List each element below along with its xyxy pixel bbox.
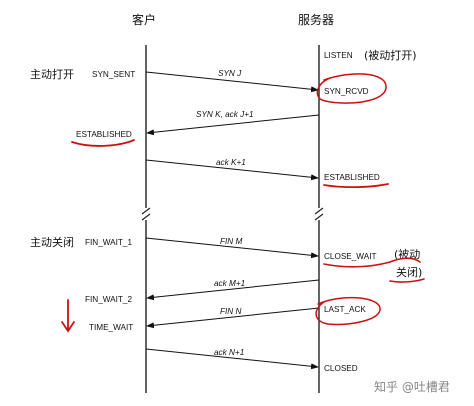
msg-ack-n: ack N+1 <box>214 348 244 357</box>
client-header: 客户 <box>132 12 156 27</box>
client-state-time-wait: TIME_WAIT <box>89 323 133 332</box>
server-state-closed: CLOSED <box>324 364 358 373</box>
arrow-ack <box>145 159 319 181</box>
msg-fin-n: FIN N <box>220 307 241 316</box>
client-state-established: ESTABLISHED <box>76 130 132 139</box>
client-timeline-break <box>141 207 151 221</box>
client-state-syn-sent: SYN_SENT <box>92 70 135 79</box>
circle-syn-rcvd <box>316 73 387 104</box>
msg-syn-ack: SYN K, ack J+1 <box>196 110 254 119</box>
server-state-close-wait: CLOSE_WAIT <box>324 252 376 261</box>
server-state-listen: LISTEN <box>324 51 353 60</box>
server-state-close-wait-note-2: 关闭) <box>396 265 422 279</box>
underline-close-wait <box>323 257 421 268</box>
client-state-fin-wait-1: FIN_WAIT_1 <box>85 238 132 247</box>
down-arrow-mark <box>61 299 75 333</box>
server-state-last-ack: LAST_ACK <box>324 305 366 314</box>
red-annotations <box>61 73 425 333</box>
arrow-syn <box>145 71 319 93</box>
underline-established-server <box>323 183 389 189</box>
client-state-fin-wait-2: FIN_WAIT_2 <box>85 295 132 304</box>
msg-syn: SYN J <box>218 69 242 78</box>
underline-close-wait-note <box>389 278 425 283</box>
msg-ack: ack K+1 <box>216 158 246 167</box>
underline-established-client <box>71 139 135 147</box>
arrow-ack-n <box>145 348 319 370</box>
server-state-syn-rcvd: SYN_RCVD <box>324 87 369 96</box>
arrow-fin-n <box>146 307 320 329</box>
arrow-fin-m <box>145 237 319 259</box>
msg-ack-m: ack M+1 <box>214 279 245 288</box>
watermark: 知乎 @吐槽君 <box>374 380 450 394</box>
circle-last-ack <box>315 296 381 326</box>
server-header: 服务器 <box>298 12 334 27</box>
arrow-ack-m <box>146 279 320 301</box>
active-open-label: 主动打开 <box>30 67 74 81</box>
msg-fin-m: FIN M <box>220 237 242 246</box>
server-state-listen-note: (被动打开) <box>364 48 417 62</box>
active-close-label: 主动关闭 <box>30 235 74 249</box>
arrow-syn-ack <box>146 114 320 136</box>
server-state-established: ESTABLISHED <box>324 173 380 182</box>
server-timeline-break <box>314 207 324 221</box>
server-state-close-wait-note-1: (被动 <box>394 248 420 261</box>
